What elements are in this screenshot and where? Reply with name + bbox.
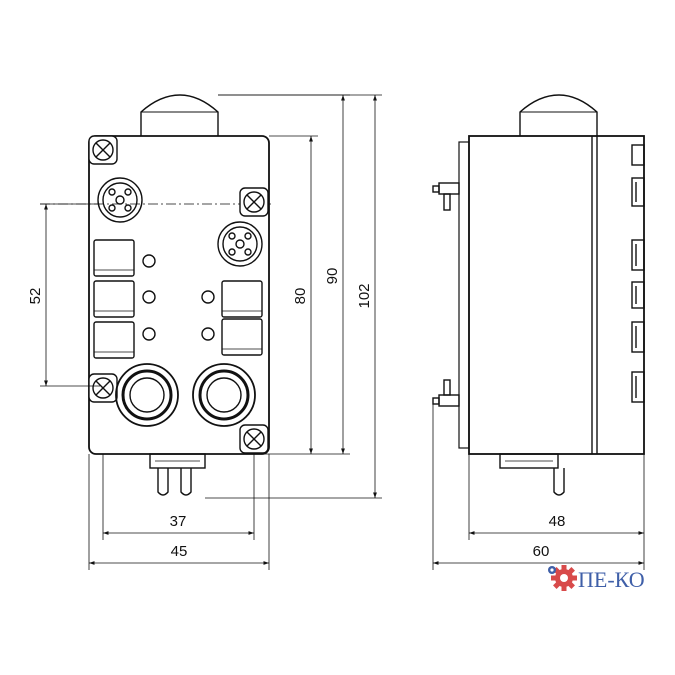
screw-icon: [239, 187, 269, 217]
screw-icon: [88, 135, 118, 165]
screw-icon: [239, 424, 269, 454]
front-view: [40, 94, 272, 496]
dim-label-60: 60: [533, 543, 550, 560]
front-top-cap: [140, 94, 219, 136]
screw-icon: [88, 373, 118, 403]
small-gear-icon: [548, 566, 556, 574]
side-view: [432, 94, 645, 496]
gear-icon: [551, 565, 577, 591]
logo-text: ПЕ-КО: [578, 567, 645, 592]
dim-label-102: 102: [356, 283, 373, 308]
cable-gland-icon: [115, 363, 179, 427]
mounting-clip: [432, 182, 460, 211]
bottom-pins: [149, 453, 206, 496]
led-indicator-icon: [201, 290, 215, 341]
side-top-cap: [519, 94, 598, 136]
side-body: [468, 135, 645, 455]
led-indicator-icon: [142, 254, 156, 341]
m12-connector-icon: [217, 221, 263, 267]
dim-label-37: 37: [170, 513, 187, 530]
dim-label-45: 45: [171, 543, 188, 560]
dim-label-48: 48: [549, 513, 566, 530]
dim-label-90: 90: [324, 268, 341, 285]
front-dimensions: [40, 94, 382, 570]
label-window-right: [221, 280, 263, 356]
dim-label-80: 80: [292, 288, 309, 305]
cable-gland-icon: [192, 363, 256, 427]
side-notches: [631, 144, 645, 403]
label-window-left: [93, 239, 135, 359]
dim-label-52: 52: [27, 288, 44, 305]
side-dimensions: [432, 404, 645, 570]
company-logo: ПЕ-КО: [548, 565, 645, 592]
mounting-clip: [432, 379, 460, 407]
side-bottom-pins: [499, 453, 565, 496]
m12-connector-icon: [97, 177, 143, 223]
